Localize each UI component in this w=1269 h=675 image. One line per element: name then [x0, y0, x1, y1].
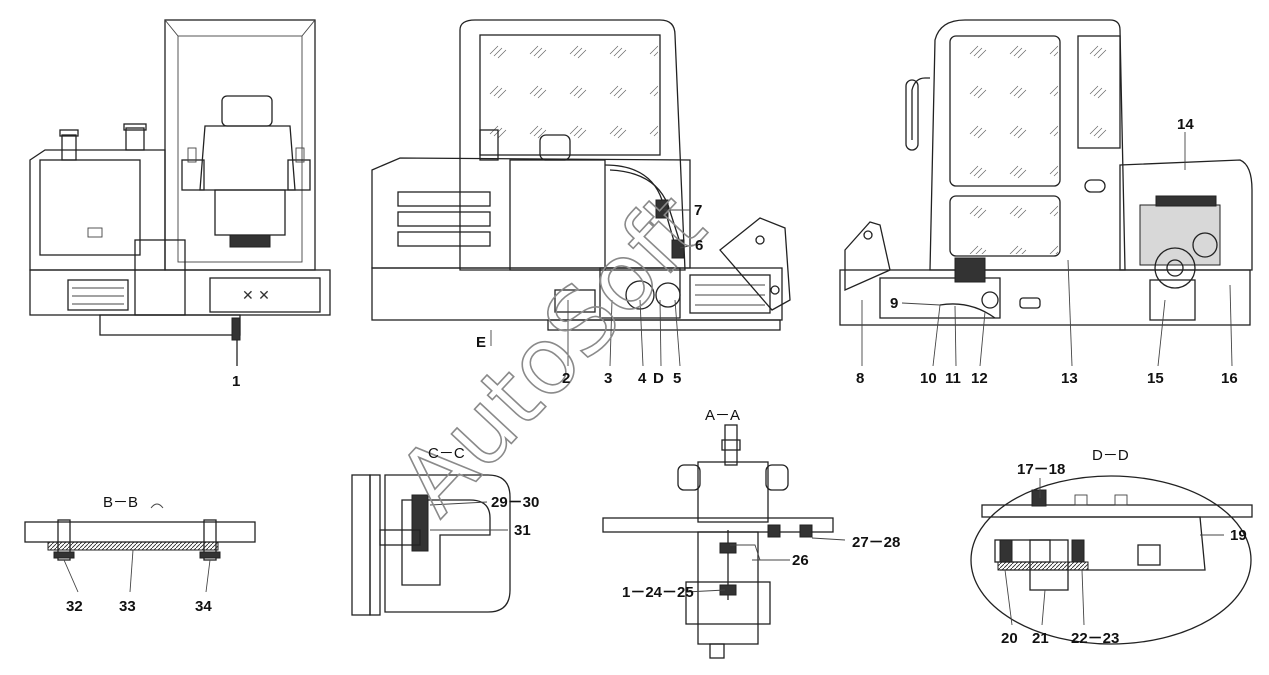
callout-20: 20	[1001, 630, 1018, 647]
callout-7: 7	[694, 202, 702, 219]
callout-17-18: 17－18	[1017, 461, 1065, 478]
callout-labels: 1 2 3 4 D 5 6 7 E 8 9 10 11 12 13 14 15 …	[66, 116, 1247, 647]
callout-26: 26	[792, 552, 809, 569]
callout-8: 8	[856, 370, 864, 387]
callout-19: 19	[1230, 527, 1247, 544]
callout-4: 4	[638, 370, 647, 387]
callout-12: 12	[971, 370, 988, 387]
callout-32: 32	[66, 598, 83, 615]
callout-9: 9	[890, 295, 898, 312]
section-title-dd: D－D	[1092, 447, 1129, 464]
callout-29-30: 29－30	[491, 494, 539, 511]
callout-1-24-25: 1－24－25	[622, 584, 694, 601]
engine	[1139, 195, 1221, 321]
callout-15: 15	[1147, 370, 1164, 387]
callout-10: 10	[920, 370, 937, 387]
callout-2: 2	[562, 370, 570, 387]
callout-6: 6	[695, 237, 703, 254]
callout-11: 11	[945, 370, 961, 387]
callout-34: 34	[195, 598, 212, 615]
side-view-right	[839, 19, 1253, 367]
callout-3: 3	[604, 370, 612, 387]
callout-27-28: 27－28	[852, 534, 900, 551]
callout-13: 13	[1061, 370, 1078, 387]
callout-d: D	[653, 370, 664, 387]
callout-5: 5	[673, 370, 681, 387]
front-view: ✕ ✕	[29, 19, 331, 366]
section-title-aa: A－A	[705, 407, 740, 424]
section-title-bb: B－B	[103, 494, 138, 511]
svg-text:✕ ✕: ✕ ✕	[242, 288, 270, 304]
callout-1: 1	[232, 373, 240, 390]
watermark: AutoSoft	[378, 173, 726, 535]
section-cc	[351, 474, 511, 616]
section-bb	[24, 503, 256, 593]
callout-21: 21	[1032, 630, 1049, 647]
callout-14: 14	[1177, 116, 1194, 133]
side-view-left	[371, 19, 791, 367]
section-title-cc: C－C	[428, 445, 465, 462]
section-dd	[970, 475, 1253, 645]
callout-e: E	[476, 334, 486, 351]
section-aa	[602, 424, 846, 659]
callout-33: 33	[119, 598, 136, 615]
callout-22-23: 22－23	[1071, 630, 1119, 647]
callout-16: 16	[1221, 370, 1238, 387]
callout-31: 31	[514, 522, 531, 539]
